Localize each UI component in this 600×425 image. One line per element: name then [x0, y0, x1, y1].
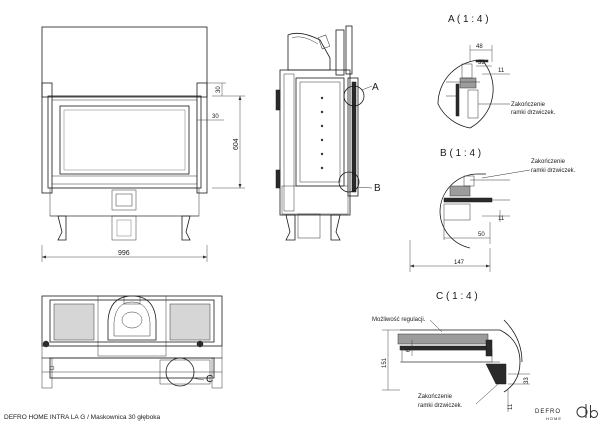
detail-b-note-line2: ramki drzwiczek.	[531, 168, 576, 174]
detail-b-note-line1: Zakończenie	[531, 159, 566, 165]
detail-a-dim-33: 33	[478, 60, 485, 66]
drawing-caption: DEFRO HOME INTRA LA G / Maskownica 30 gł…	[4, 414, 160, 421]
detail-c-dim-33: 33	[524, 377, 530, 384]
brand-logo-text: DEFRO	[535, 409, 561, 415]
detail-b-dim-147: 147	[454, 260, 465, 266]
detail-b-title: B ( 1 : 4 )	[440, 148, 481, 159]
footer: DEFRO HOME INTRA LA G / Maskownica 30 gł…	[4, 404, 598, 421]
detail-b-dim-50: 50	[478, 232, 485, 238]
detail-b: B ( 1 : 4 ) Zakończenie ramki drzwiczek.…	[409, 148, 576, 272]
detail-c: C ( 1 : 4 ) Możliwość regulacji. 6 151 3…	[372, 291, 530, 412]
dim-height-label: 604	[233, 138, 240, 150]
callout-c-label: C	[206, 374, 213, 385]
detail-c-dim-151: 151	[382, 357, 388, 368]
detail-c-dim-6: 6	[406, 348, 412, 352]
detail-c-dim-11: 11	[508, 403, 514, 410]
detail-a-title: A ( 1 : 4 )	[448, 14, 489, 25]
detail-c-reg-note: Możliwość regulacji.	[372, 317, 426, 323]
dim-width-label: 996	[118, 250, 130, 257]
callout-b-label: B	[374, 183, 381, 194]
callout-a-label: A	[372, 82, 379, 93]
dim-top-offset-label: 30	[216, 86, 222, 93]
detail-c-note-line1: Zakończenie	[418, 394, 453, 400]
dim-side-offset-label: 30	[212, 114, 219, 120]
detail-c-note-line2: ramki drzwiczek.	[418, 403, 463, 409]
detail-a-dim-11: 11	[498, 68, 505, 74]
detail-a: A ( 1 : 4 ) 48 33 11 Zakończenie ramki d…	[437, 14, 556, 129]
detail-a-dim-48: 48	[476, 44, 483, 50]
top-view: C	[41, 295, 223, 389]
detail-a-note-line2: ramki drzwiczek.	[511, 110, 556, 116]
side-view: A B	[275, 25, 381, 241]
brand-logo-subtext: HOME	[546, 416, 562, 421]
detail-c-title: C ( 1 : 4 )	[436, 291, 478, 302]
front-view: 996 604 30 30	[41, 26, 245, 262]
detail-b-dim-11: 11	[498, 216, 505, 222]
brand-mark-icon	[576, 404, 598, 418]
detail-a-note-line1: Zakończenie	[511, 102, 546, 108]
